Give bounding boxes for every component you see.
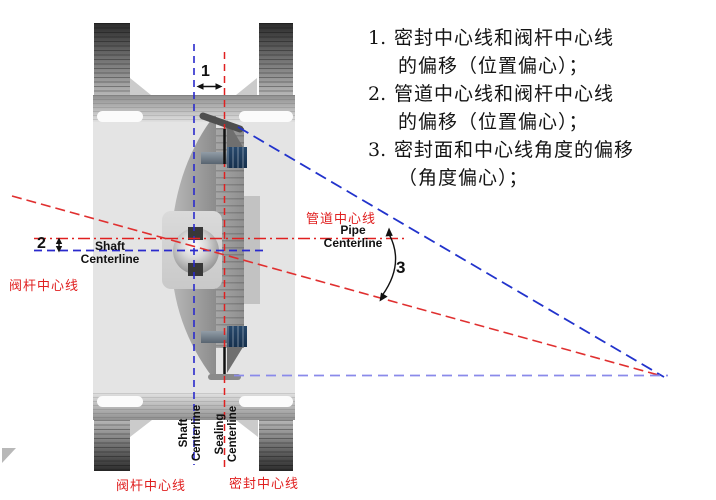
sealing-face-angle-line-red <box>11 195 663 377</box>
shaft-centerline-label-bottom: Shaft Centerline <box>178 397 204 469</box>
bolt-head-top <box>227 147 247 168</box>
shaft-centerline-label-line1: Shaft <box>95 239 125 253</box>
offset2-number: 2 <box>37 235 46 252</box>
bore-curve <box>239 396 293 407</box>
shaft-centerline-label-line2: Centerline <box>80 251 140 266</box>
bolt-head-bottom <box>227 326 247 347</box>
sealing-face-angle-line-blue <box>237 126 665 378</box>
shaft-key-bottom <box>188 263 203 276</box>
pipe-centerline-label-line2: Centerline <box>323 235 383 250</box>
note-text-line1: 密封中心线和阀杆中心线 <box>394 27 615 49</box>
disc-hub-bottom <box>227 347 243 373</box>
offset1-number: 1 <box>201 63 210 80</box>
shaft-centerline-label-left: Shaft Centerline <box>74 240 146 265</box>
offset2-dimension-arrow <box>55 237 63 253</box>
pipe-centerline-label-line1: Pipe <box>340 223 366 237</box>
shaft-centerline-bottom-line1: Shaft <box>178 418 190 448</box>
shaft-key-top <box>188 227 203 240</box>
flange-bottom-right <box>259 420 293 471</box>
corner-marker <box>2 448 16 463</box>
note-item-3: 3. 密封面和中心线角度的偏移 （角度偏心）； <box>368 136 688 192</box>
sealing-centerline-bottom-line1: Sealing <box>214 413 226 455</box>
offset3-number: 3 <box>396 258 406 277</box>
note-item-1: 1. 密封中心线和阀杆中心线 的偏移（位置偏心）； <box>368 24 688 80</box>
flange-top-right <box>259 23 293 95</box>
sealing-centerline-cn-label-bottom: 密封中心线 <box>229 477 300 492</box>
flange-bottom-left <box>94 420 130 471</box>
bolt-shaft-bottom <box>201 331 228 343</box>
note-text-line1: 管道中心线和阀杆中心线 <box>394 83 615 105</box>
stem-centerline-cn-label-left: 阀杆中心线 <box>9 279 80 294</box>
note-number: 1. <box>368 27 387 49</box>
note-text-line2: （角度偏心）； <box>398 167 529 189</box>
seat-block <box>244 196 260 304</box>
sealing-centerline-label-bottom: Sealing Centerline <box>214 398 240 470</box>
offset1-dimension-arrow <box>196 83 223 90</box>
sealing-centerline-bottom-line2: Centerline <box>227 405 239 463</box>
stem-centerline-cn-label-bottom: 阀杆中心线 <box>116 479 187 494</box>
note-number: 2. <box>368 83 387 105</box>
note-item-2: 2. 管道中心线和阀杆中心线 的偏移（位置偏心）； <box>368 80 688 136</box>
note-number: 3. <box>368 139 387 161</box>
note-text-line2: 的偏移（位置偏心）； <box>398 111 589 133</box>
bore-curve <box>97 111 143 122</box>
seat-retainer-bar-top <box>199 112 244 133</box>
flange-top-left <box>94 23 130 95</box>
note-text-line1: 密封面和中心线角度的偏移 <box>394 139 635 161</box>
offset3-angle-arc <box>379 227 397 302</box>
notes-list: 1. 密封中心线和阀杆中心线 的偏移（位置偏心）； 2. 管道中心线和阀杆中心线… <box>368 24 688 192</box>
pipe-centerline-label: Pipe Centerline <box>314 224 392 249</box>
bolt-shaft-top <box>201 152 228 164</box>
shaft-centerline-bottom-line2: Centerline <box>191 404 203 462</box>
pipe-centerline-cn-label: 管道中心线 <box>306 212 377 227</box>
bore-curve <box>239 111 293 122</box>
bore-curve <box>97 396 143 407</box>
note-text-line2: 的偏移（位置偏心）； <box>398 55 589 77</box>
